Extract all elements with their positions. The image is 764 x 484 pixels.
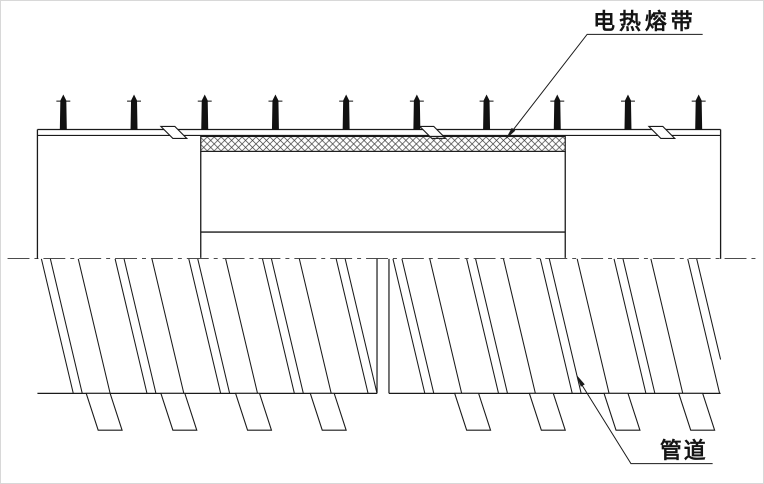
leader-fusion-band: 电热熔带 [505,9,703,140]
leader-line-pipe [581,385,713,465]
pipe-upper-body [36,129,722,259]
spiral-ribs-left [40,258,378,394]
corrugation-teeth-right [453,392,716,431]
pipe-upper-outline [36,129,722,259]
leader-line-fusion-band [513,33,703,130]
leader-pipe: 管道 [576,374,713,465]
fusion-band-label: 电热熔带 [593,9,697,34]
corrugation-teeth-left [85,392,347,431]
leader-arrow-pipe [576,374,585,387]
outer-sheet [37,128,721,137]
fusion-band-hatched [200,135,566,152]
leader-arrow-fusion-band [505,127,516,140]
spiral-ribs-right [392,258,722,394]
pipe-lower-outline [37,258,721,394]
pipe-label: 管道 [660,438,708,463]
weld-studs [56,94,706,130]
